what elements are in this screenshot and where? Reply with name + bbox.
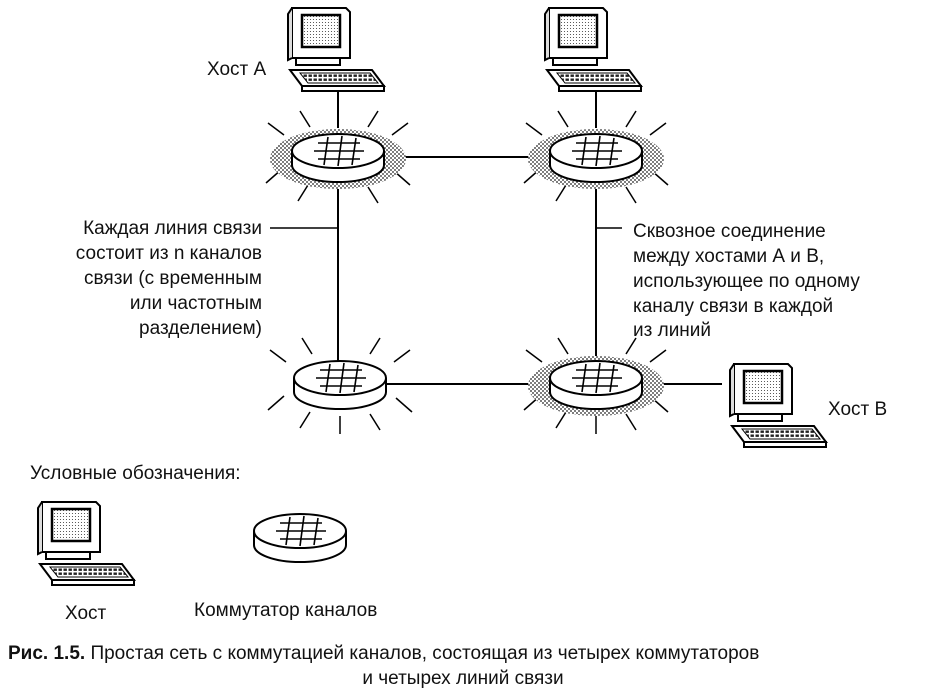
host-b-computer-icon [728, 362, 828, 449]
figure-number: Рис. 1.5. [8, 643, 85, 664]
svg-text:разделением): разделением) [139, 318, 262, 339]
legend-switch-icon [253, 513, 347, 563]
legend-host-icon [36, 500, 136, 587]
legend-title: Условные обозначения: [30, 463, 241, 484]
switch-bottom-right [523, 337, 669, 435]
svg-text:Каждая линия связи: Каждая линия связи [83, 218, 262, 239]
svg-text:или частотным: или частотным [130, 293, 262, 314]
figure-caption-line1: Рис. 1.5. Простая сеть с коммутацией кан… [8, 643, 759, 664]
svg-text:связи (с временным: связи (с временным [84, 268, 262, 289]
figure-caption-line2: и четырех линий связи [362, 668, 563, 689]
host-top-right-computer-icon [543, 6, 643, 93]
svg-text:из линий: из линий [633, 320, 711, 341]
svg-text:использующее по одному: использующее по одному [633, 271, 860, 292]
switch-top-right [523, 110, 669, 208]
switch-top-left [265, 110, 411, 208]
svg-text:состоит из n каналов: состоит из n каналов [76, 243, 262, 264]
network-links [270, 85, 722, 385]
host-a-label: Хост А [207, 59, 267, 80]
legend-host-label: Хост [65, 603, 107, 624]
path-note: Сквозное соединение между хостами А и В,… [633, 221, 860, 341]
svg-text:между хостами А и В,: между хостами А и В, [633, 246, 824, 267]
link-note: Каждая линия связи состоит из n каналов … [76, 218, 262, 339]
host-a-computer-icon [286, 6, 386, 93]
host-b-label: Хост В [828, 399, 887, 420]
figure-caption-text: Простая сеть с коммутацией каналов, сост… [85, 643, 759, 664]
svg-text:Сквозное соединение: Сквозное соединение [633, 221, 826, 242]
legend-switch-label: Коммутатор каналов [194, 600, 377, 621]
switch-bottom-left [267, 337, 413, 435]
svg-text:каналу связи в каждой: каналу связи в каждой [633, 296, 833, 317]
